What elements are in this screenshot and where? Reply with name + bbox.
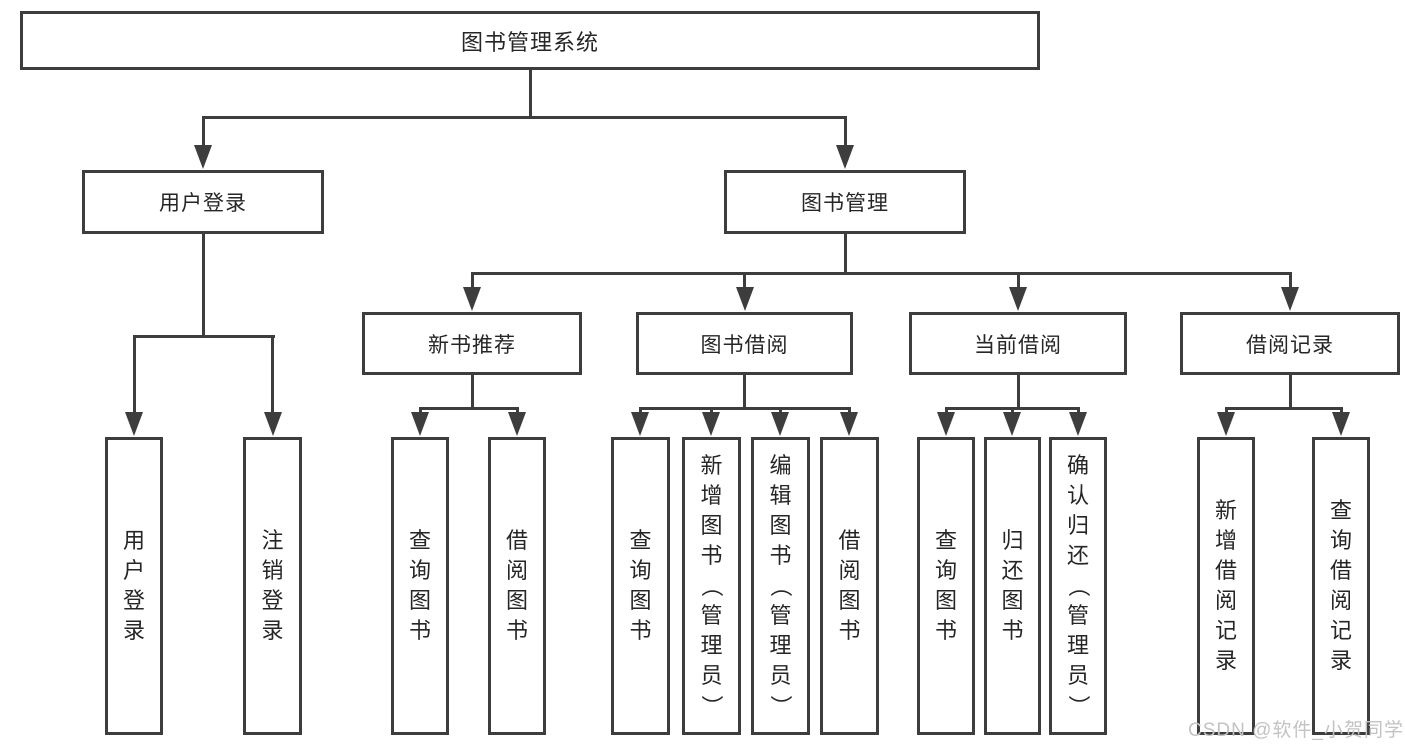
connector-root-trunk bbox=[528, 70, 532, 118]
connector-stub-leaf-login bbox=[132, 336, 136, 414]
arrowhead bbox=[508, 412, 526, 436]
connector-stub bbox=[638, 408, 642, 414]
connector-stub bbox=[515, 408, 519, 414]
arrowhead-newbook bbox=[463, 287, 481, 311]
connector-records-split bbox=[1224, 406, 1343, 410]
leaf-recommend-query-books-label: 查询图书 bbox=[408, 528, 431, 643]
leaf-user-login: 用户登录 bbox=[105, 437, 163, 735]
connector-stub-current bbox=[1016, 273, 1020, 289]
node-user-login-label: 用户登录 bbox=[159, 192, 247, 215]
arrowhead-current bbox=[1009, 287, 1027, 311]
connector-stub bbox=[1339, 408, 1343, 414]
arrowhead bbox=[840, 412, 858, 436]
leaf-query-borrow-record: 查询借阅记录 bbox=[1312, 437, 1370, 735]
leaf-logout: 注销登录 bbox=[243, 437, 302, 735]
arrowhead bbox=[631, 412, 649, 436]
arrowhead bbox=[702, 412, 720, 436]
arrowhead bbox=[1332, 412, 1350, 436]
leaf-logout-label: 注销登录 bbox=[261, 528, 284, 643]
connector-stub-user-login bbox=[201, 118, 205, 148]
arrowhead-leaf-logout bbox=[263, 412, 282, 436]
csdn-watermark: CSDN @软件_小贺同学 bbox=[1188, 720, 1404, 741]
connector-stub bbox=[709, 408, 713, 414]
connector-borrow-trunk bbox=[743, 375, 746, 408]
arrowhead-leaf-login bbox=[125, 412, 143, 436]
arrowhead bbox=[771, 412, 789, 436]
connector-stub bbox=[1010, 408, 1014, 414]
node-new-book-recommend: 新书推荐 bbox=[362, 312, 582, 375]
connector-stub bbox=[418, 408, 422, 414]
connector-stub bbox=[847, 408, 851, 414]
connector-newbook-split bbox=[418, 406, 519, 410]
connector-stub-records bbox=[1288, 273, 1292, 289]
arrowhead-user-login bbox=[194, 145, 212, 169]
node-borrow-records-label: 借阅记录 bbox=[1246, 333, 1334, 357]
arrowhead-records bbox=[1281, 287, 1299, 311]
leaf-add-books-admin: 新增图书（管理员） bbox=[682, 437, 741, 735]
leaf-recommend-query-books: 查询图书 bbox=[391, 437, 449, 735]
connector-stub-book-mgmt bbox=[843, 118, 847, 148]
leaf-borrow-books: 借阅图书 bbox=[820, 437, 879, 735]
connector-book-split bbox=[470, 271, 1292, 275]
connector-stub-borrow bbox=[743, 273, 746, 289]
connector-root-split bbox=[201, 115, 847, 119]
arrowhead-borrow bbox=[735, 287, 754, 311]
leaf-user-login-label: 用户登录 bbox=[122, 528, 145, 643]
leaf-edit-books-admin: 编辑图书（管理员） bbox=[751, 437, 810, 735]
connector-user-split bbox=[132, 334, 275, 338]
connector-stub-newbook bbox=[470, 273, 474, 289]
connector-newbook-trunk bbox=[470, 375, 474, 408]
node-user-login: 用户登录 bbox=[82, 170, 324, 234]
leaf-confirm-return-admin-label: 确认归还（管理员） bbox=[1065, 453, 1091, 718]
leaf-query-borrow-record-label: 查询借阅记录 bbox=[1329, 498, 1352, 673]
leaf-recommend-borrow-books-label: 借阅图书 bbox=[505, 528, 528, 643]
arrowhead bbox=[1217, 412, 1235, 436]
arrowhead-book-mgmt bbox=[836, 145, 854, 169]
connector-stub bbox=[778, 408, 782, 414]
node-book-management: 图书管理 bbox=[724, 170, 966, 234]
node-book-borrow-label: 图书借阅 bbox=[700, 333, 789, 357]
leaf-current-query-books: 查询图书 bbox=[917, 437, 975, 735]
connector-stub-leaf-logout bbox=[271, 336, 274, 414]
leaf-borrow-query-books-label: 查询图书 bbox=[629, 528, 652, 643]
arrowhead bbox=[1003, 412, 1021, 436]
connector-records-trunk bbox=[1288, 375, 1292, 408]
leaf-add-borrow-record: 新增借阅记录 bbox=[1197, 437, 1255, 735]
leaf-edit-books-admin-label: 编辑图书（管理员） bbox=[768, 453, 794, 718]
node-book-management-label: 图书管理 bbox=[801, 192, 889, 215]
arrowhead bbox=[937, 412, 955, 436]
leaf-add-books-admin-label: 新增图书（管理员） bbox=[699, 453, 725, 718]
leaf-return-books-label: 归还图书 bbox=[1001, 528, 1024, 643]
connector-stub bbox=[1224, 408, 1228, 414]
node-root-label: 图书管理系统 bbox=[460, 29, 599, 55]
node-book-borrow: 图书借阅 bbox=[636, 312, 853, 375]
connector-current-trunk bbox=[1016, 375, 1020, 408]
leaf-return-books: 归还图书 bbox=[984, 437, 1041, 735]
node-new-book-recommend-label: 新书推荐 bbox=[428, 333, 516, 357]
node-borrow-records: 借阅记录 bbox=[1180, 312, 1400, 375]
leaf-borrow-books-label: 借阅图书 bbox=[838, 528, 861, 643]
connector-user-trunk bbox=[201, 234, 205, 336]
arrowhead bbox=[411, 412, 429, 436]
leaf-add-borrow-record-label: 新增借阅记录 bbox=[1214, 498, 1237, 673]
node-root: 图书管理系统 bbox=[20, 11, 1040, 70]
leaf-confirm-return-admin: 确认归还（管理员） bbox=[1049, 437, 1107, 735]
connector-book-trunk bbox=[843, 234, 847, 273]
connector-stub bbox=[944, 408, 948, 414]
node-current-borrow-label: 当前借阅 bbox=[974, 333, 1062, 357]
node-current-borrow: 当前借阅 bbox=[909, 312, 1127, 375]
connector-stub bbox=[1076, 408, 1080, 414]
connector-borrow-split bbox=[638, 406, 851, 410]
arrowhead bbox=[1069, 412, 1087, 436]
leaf-current-query-books-label: 查询图书 bbox=[934, 528, 957, 643]
leaf-recommend-borrow-books: 借阅图书 bbox=[488, 437, 546, 735]
leaf-borrow-query-books: 查询图书 bbox=[611, 437, 670, 735]
